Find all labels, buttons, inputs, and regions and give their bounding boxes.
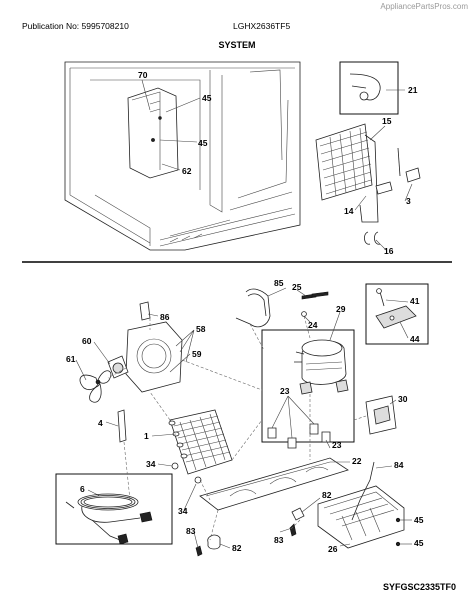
part-41-44-inset-box [365, 283, 429, 345]
filter-drier [117, 409, 127, 443]
callout-83[interactable]: 83 [186, 526, 196, 536]
fan-blade [79, 370, 112, 403]
callout-15[interactable]: 15 [382, 116, 392, 126]
model-number: LGHX2636TF5 [233, 21, 291, 31]
callout-59[interactable]: 59 [192, 349, 202, 359]
callout-26[interactable]: 26 [328, 544, 338, 554]
diagram-code: SYFGSC2335TF0 [382, 582, 456, 592]
rubber-foot [207, 507, 305, 550]
condenser-coil [168, 409, 233, 475]
compressor-outline-box [261, 329, 355, 443]
grommet [194, 476, 202, 484]
drain-pan [317, 485, 405, 549]
callout-25[interactable]: 25 [292, 282, 302, 292]
publication-number: Publication No: 5995708210 [22, 21, 129, 31]
fan-shroud [125, 301, 183, 393]
callout-70[interactable]: 70 [138, 70, 148, 80]
callout-6[interactable]: 6 [80, 484, 85, 494]
callout-34[interactable]: 34 [178, 506, 188, 516]
callout-14[interactable]: 14 [344, 206, 354, 216]
callout-24[interactable]: 24 [308, 320, 318, 330]
callout-29[interactable]: 29 [336, 304, 346, 314]
evaporator-clips [375, 167, 421, 195]
callout-45[interactable]: 45 [198, 138, 208, 148]
callout-1[interactable]: 1 [144, 431, 149, 441]
callout-16[interactable]: 16 [384, 246, 394, 256]
callout-23[interactable]: 23 [280, 386, 290, 396]
assembly-dashed-lines [107, 315, 367, 541]
thermistor-part [349, 73, 381, 101]
pan-screw [395, 517, 401, 523]
grommet [171, 462, 179, 470]
fan-motor [107, 355, 129, 379]
callout-83[interactable]: 83 [274, 535, 284, 545]
callout-4[interactable]: 4 [98, 418, 103, 428]
drain-tube [351, 461, 375, 521]
start-relay [365, 395, 397, 435]
fastener-screw [195, 523, 297, 557]
mounting-bracket [235, 288, 271, 328]
compressor-grommets [267, 423, 331, 449]
callout-86[interactable]: 86 [160, 312, 170, 322]
compressor-base-plate [199, 457, 349, 511]
callout-82[interactable]: 82 [322, 490, 332, 500]
callout-61[interactable]: 61 [66, 354, 76, 364]
bottom-leader-lines [75, 287, 412, 549]
power-cord [65, 493, 153, 545]
inset-screw [376, 288, 385, 307]
part-21-inset-box [339, 61, 399, 115]
callout-60[interactable]: 60 [82, 336, 92, 346]
evaporator-cover-panel [127, 87, 179, 179]
evaporator-coil [315, 123, 373, 201]
callout-58[interactable]: 58 [196, 324, 206, 334]
callout-34[interactable]: 34 [146, 459, 156, 469]
callout-21[interactable]: 21 [408, 85, 418, 95]
callout-45[interactable]: 45 [414, 538, 424, 548]
heater-loop [359, 134, 401, 245]
callout-3[interactable]: 3 [406, 196, 411, 206]
cabinet-liner-drawing [64, 61, 301, 251]
callout-62[interactable]: 62 [182, 166, 192, 176]
compressor [294, 339, 349, 395]
callout-23[interactable]: 23 [332, 440, 342, 450]
inset-plate [375, 305, 417, 329]
power-cord-inset-box [55, 473, 173, 545]
watermark: AppliancePartsPros.com [380, 2, 468, 11]
pan-screw [395, 541, 401, 547]
callout-22[interactable]: 22 [352, 456, 362, 466]
callout-44[interactable]: 44 [410, 334, 420, 344]
callout-84[interactable]: 84 [394, 460, 404, 470]
callout-45[interactable]: 45 [202, 93, 212, 103]
callout-41[interactable]: 41 [410, 296, 420, 306]
callout-82[interactable]: 82 [232, 543, 242, 553]
callout-85[interactable]: 85 [274, 278, 284, 288]
callout-45[interactable]: 45 [414, 515, 424, 525]
section-title: SYSTEM [218, 40, 256, 50]
top-leader-lines [141, 79, 413, 251]
callout-30[interactable]: 30 [398, 394, 408, 404]
